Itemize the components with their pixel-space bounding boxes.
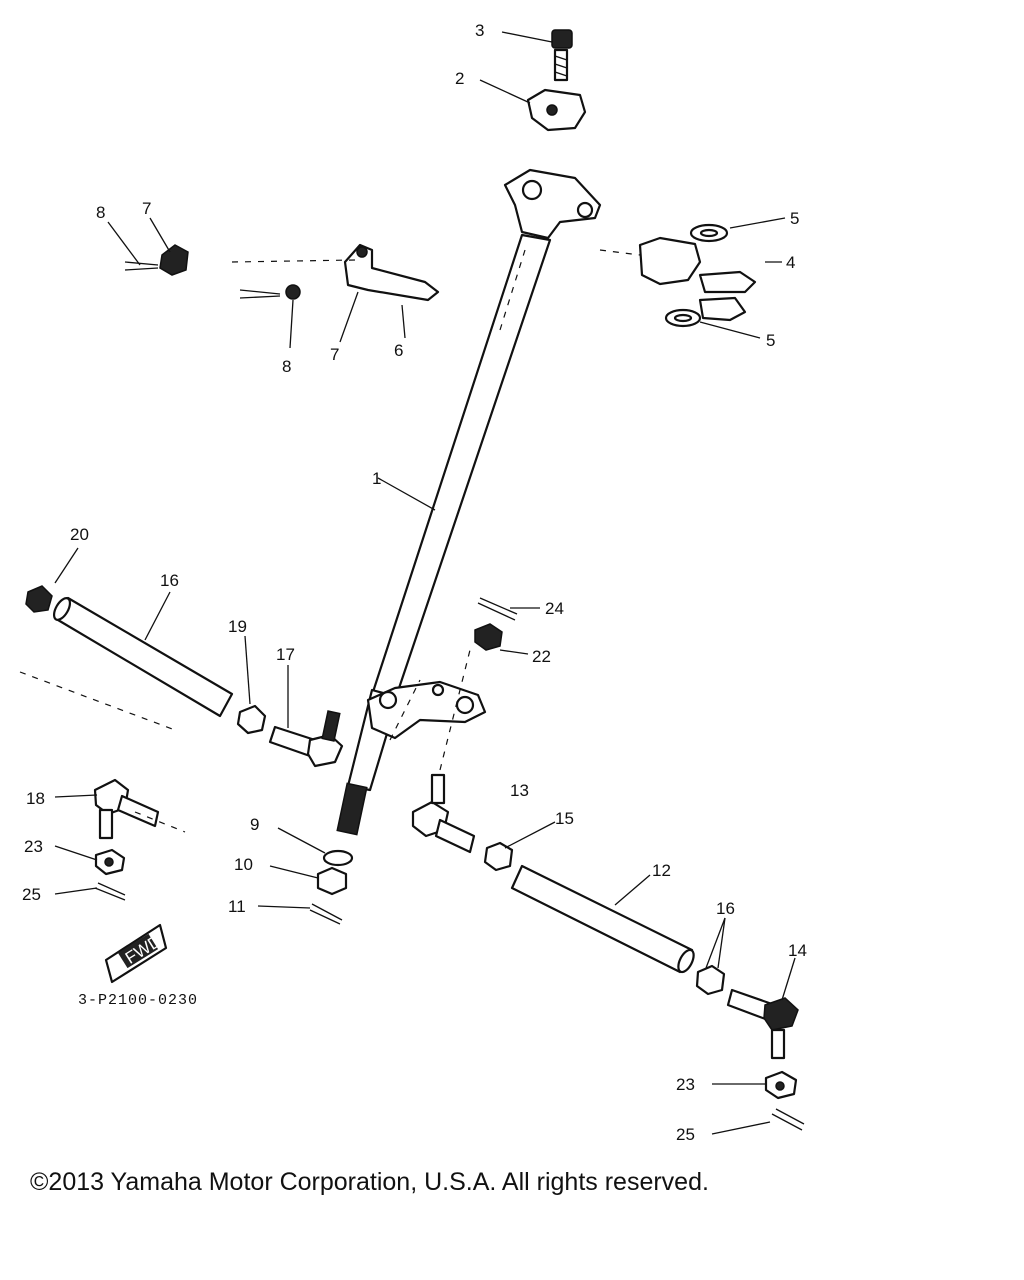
callout-4: 4: [786, 253, 795, 272]
locknut-16: [695, 964, 726, 996]
callout-20: 19: [228, 617, 247, 636]
callout-8-top: 8: [96, 203, 105, 222]
callout-6: 6: [394, 341, 403, 360]
callout-23-left: 23: [24, 837, 43, 856]
fwd-badge: FWD: [104, 923, 168, 984]
callout-10: 10: [234, 855, 253, 874]
diagram-drawing: FWD: [19, 21, 807, 1144]
callout-24: 24: [545, 599, 564, 618]
left-locknut-20: [236, 704, 267, 735]
right-tie-rod: [510, 864, 695, 974]
tie-rod-end-13: [411, 773, 476, 854]
castle-nut-mid: [285, 284, 301, 300]
assembly-lines: [19, 249, 641, 833]
copyright-notice: ©2013 Yamaha Motor Corporation, U.S.A. A…: [30, 1168, 709, 1196]
left-tie-rod: [52, 596, 234, 718]
callout-21: 20: [70, 525, 89, 544]
tie-rod-end-14: [726, 988, 799, 1060]
callout-1: 1: [372, 469, 381, 488]
clamp-block: [526, 88, 587, 132]
tie-rod-end-19: [93, 778, 160, 840]
callout-19: 18: [26, 789, 45, 808]
handlebar-holder: [638, 236, 757, 322]
callout-5-top: 5: [790, 209, 799, 228]
washer-bottom: [664, 308, 702, 328]
callout-13: 13: [510, 781, 529, 800]
castle-nut-upper: [159, 244, 189, 276]
left-locknut-21: [25, 585, 53, 613]
callout-7-top: 7: [142, 199, 151, 218]
cotter-pin-25-left: [94, 882, 126, 901]
callout-5-bottom: 5: [766, 331, 775, 350]
castle-nut-22: [474, 623, 503, 651]
callout-25-right: 25: [676, 1125, 695, 1144]
steering-arm: [343, 243, 440, 302]
cotter-pin-24: [477, 597, 518, 621]
callout-12: 12: [652, 861, 671, 880]
cotter-pin-25-right: [771, 1108, 805, 1131]
callout-17: 16: [160, 571, 179, 590]
top-bolt: [551, 29, 573, 82]
callout-2: 2: [455, 69, 464, 88]
callout-16: 16: [716, 899, 735, 918]
castle-nut-23-right: [764, 1070, 798, 1100]
callout-25-left: 25: [22, 885, 41, 904]
locknut-15: [483, 841, 514, 872]
cotter-pin-upper: [124, 261, 159, 271]
callout-labels: 3 2 5 4 5 8 7 8 7 6 1 24 22 20 16 19 17 …: [22, 21, 807, 1144]
castle-nut-23-left: [94, 848, 126, 876]
callout-15: 15: [555, 809, 574, 828]
washer-9: [322, 849, 354, 867]
callout-23-right: 23: [676, 1075, 695, 1094]
upper-column-bracket: [503, 168, 602, 240]
washer-top: [689, 223, 729, 243]
drawing-code: 3-P2100-0230: [78, 992, 199, 1009]
callout-7-mid: 7: [330, 345, 339, 364]
steering-column: [336, 233, 552, 836]
tie-rod-end-18: [268, 710, 344, 768]
callout-3: 3: [475, 21, 484, 40]
nut-10: [316, 866, 348, 896]
cotter-pin-mid: [239, 289, 281, 299]
callout-8-mid: 8: [282, 357, 291, 376]
leader-lines: [54, 31, 796, 1135]
callout-18: 17: [276, 645, 295, 664]
callout-9: 9: [250, 815, 259, 834]
column-lower-bracket: [366, 680, 487, 740]
cotter-pin-11: [309, 903, 343, 925]
callout-22: 22: [532, 647, 551, 666]
callout-14: 14: [788, 941, 807, 960]
callout-11: 11: [228, 897, 246, 916]
